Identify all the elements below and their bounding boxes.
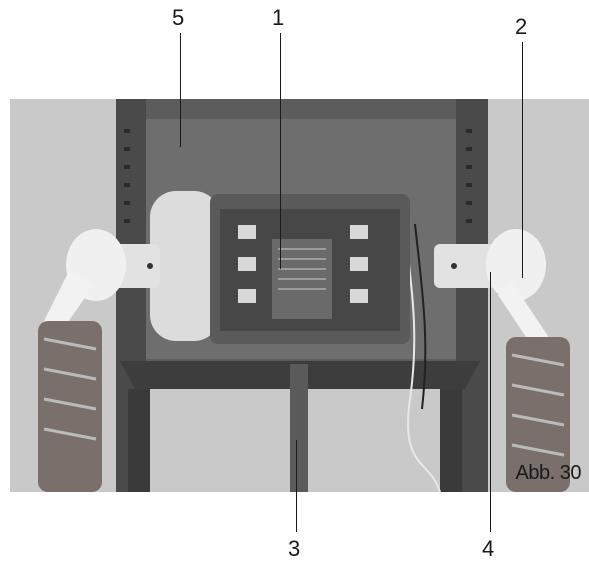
callout-2-leader — [522, 42, 523, 278]
callout-4-leader — [490, 272, 491, 532]
callout-3-label: 3 — [288, 536, 301, 561]
motor-assembly-photo — [10, 99, 589, 492]
figure-caption: Abb. 30 — [515, 462, 582, 484]
callout-5-leader — [180, 33, 181, 147]
callout-2-label: 2 — [515, 14, 528, 39]
callout-1-label: 1 — [272, 5, 285, 30]
callout-4-label: 4 — [482, 536, 495, 561]
callout-5-label: 5 — [172, 5, 185, 30]
callout-1-leader — [280, 33, 281, 269]
callout-3-leader — [296, 440, 297, 532]
